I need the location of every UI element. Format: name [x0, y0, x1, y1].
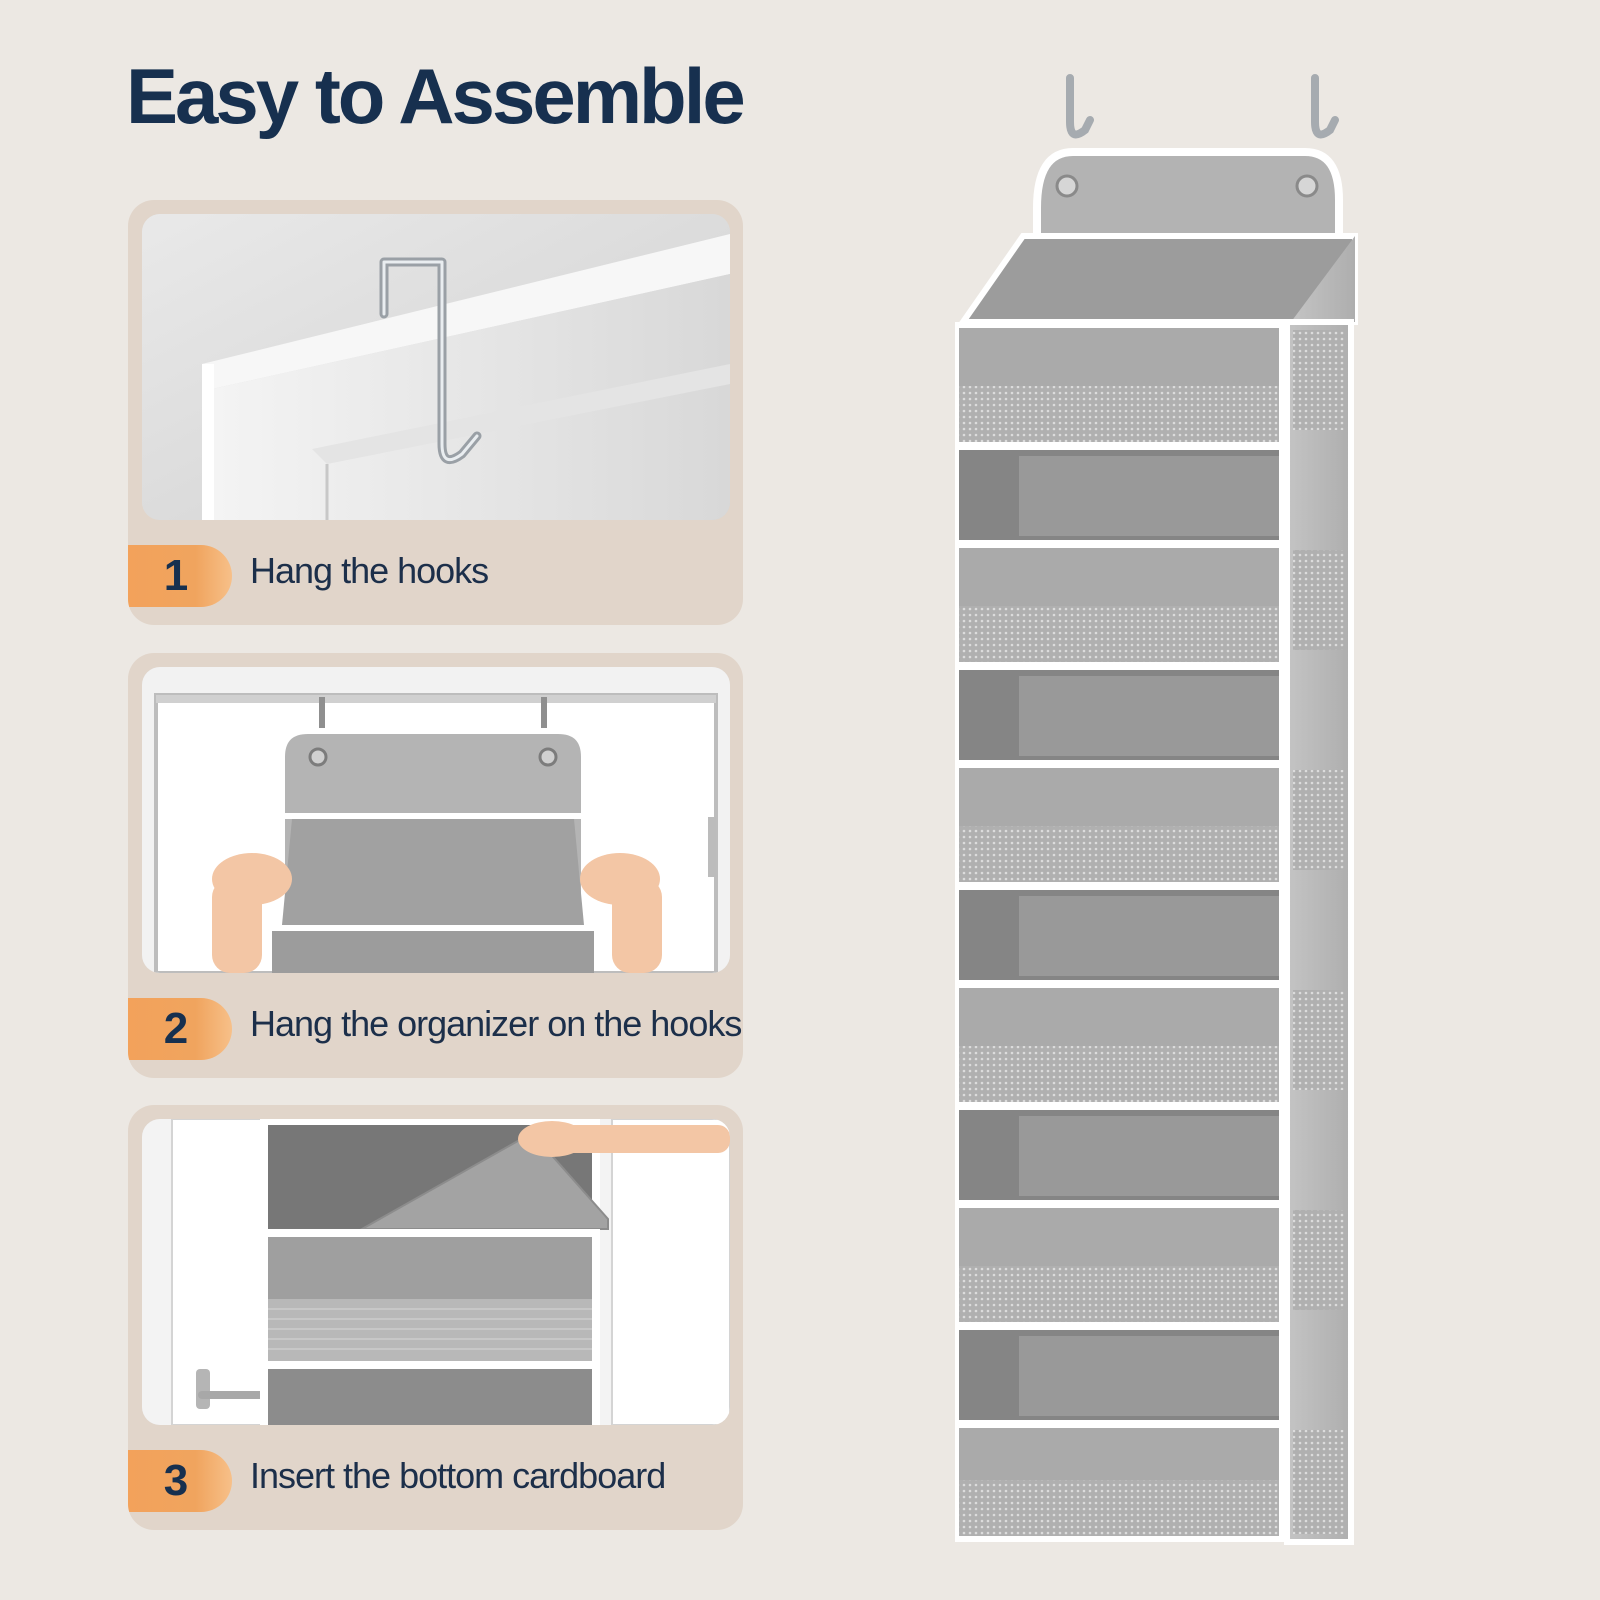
- step-3-number: 3: [163, 1456, 189, 1505]
- door-hook-icon: [142, 214, 730, 520]
- step-2-number: 2: [163, 1004, 189, 1053]
- step-3-badge: 3: [128, 1450, 232, 1512]
- step-1-photo: [142, 214, 730, 520]
- step-2-photo: [142, 667, 730, 973]
- step-1-label: Hang the hooks: [250, 550, 489, 591]
- page-title: Easy to Assemble: [126, 52, 746, 140]
- step-1-badge: 1: [128, 545, 232, 607]
- step-card-2: 2 Hang the organizer on the hooks: [128, 653, 743, 1078]
- step-3-photo: [142, 1119, 730, 1425]
- step-3-label: Insert the bottom cardboard: [250, 1455, 666, 1496]
- over-door-organizer-icon: [951, 74, 1358, 1545]
- organizer-hanging-icon: [142, 667, 730, 973]
- product-image: [951, 60, 1375, 1555]
- step-1-number: 1: [163, 551, 189, 600]
- step-card-3: 3 Insert the bottom cardboard: [128, 1105, 743, 1530]
- step-card-1: 1 Hang the hooks: [128, 200, 743, 625]
- step-2-label: Hang the organizer on the hooks: [250, 1003, 742, 1044]
- cardboard-insert-icon: [142, 1119, 730, 1425]
- step-2-badge: 2: [128, 998, 232, 1060]
